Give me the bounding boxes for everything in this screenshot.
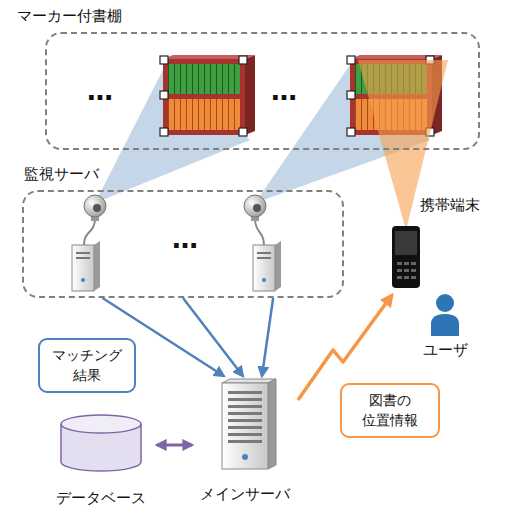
group-heading: 監視サーバ <box>24 165 99 184</box>
connector-arrow <box>157 444 192 447</box>
camera-server <box>244 195 281 291</box>
connector-arrow <box>183 298 243 376</box>
node-label: 図書の 位置情報 <box>350 391 430 430</box>
database-node: データベース <box>45 408 157 508</box>
database-cylinder <box>61 415 141 471</box>
main-server <box>222 379 276 469</box>
ellipsis-mark: … <box>78 78 122 104</box>
user-node: ユーザ <box>412 292 478 360</box>
group-heading: マーカー付書棚 <box>17 7 122 26</box>
ellipsis-mark: … <box>163 226 207 252</box>
callout-box: マッチング 結果 <box>38 338 136 393</box>
node-label: データベース <box>56 489 146 508</box>
camera-server <box>72 195 106 291</box>
node-label: メインサーバ <box>200 485 290 504</box>
node-label: 携帯端末 <box>420 196 480 215</box>
mobile-phone <box>392 226 420 288</box>
ellipsis-mark: … <box>262 78 306 104</box>
node-label: マッチング 結果 <box>48 346 126 385</box>
user-icon <box>431 294 459 336</box>
main-server-node: メインサーバ <box>192 376 298 504</box>
bookshelf <box>160 55 255 136</box>
node-label: ユーザ <box>423 341 468 360</box>
callout-box: 図書の 位置情報 <box>340 383 440 438</box>
connector-arrow <box>262 298 273 376</box>
mobile-terminal: 携帯端末 <box>385 190 482 295</box>
